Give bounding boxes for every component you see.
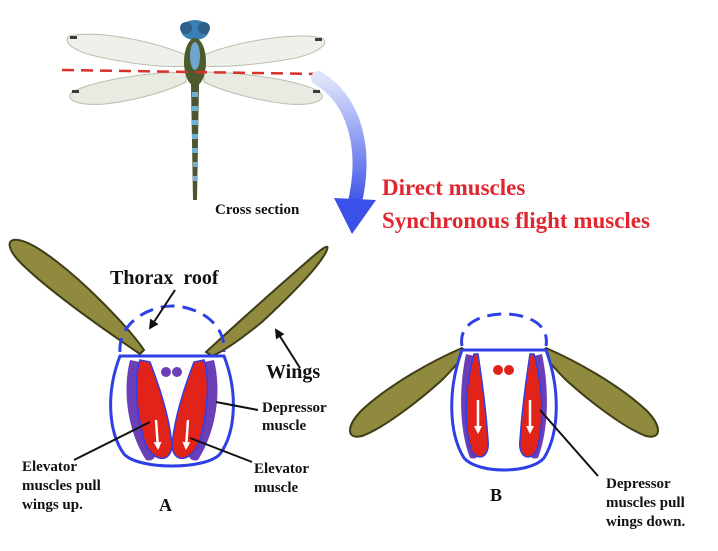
curved-arrow-icon <box>311 71 376 234</box>
cross-section-label: Cross section <box>215 202 300 218</box>
right-forewing <box>203 35 326 68</box>
panel-a-left-wing <box>8 238 146 356</box>
panel-a-right-elevator-muscle <box>171 359 209 459</box>
elevator-pull-label-line3: wings up. <box>22 497 83 513</box>
right-hindwing <box>203 71 323 105</box>
panel-a-left-elevator-muscle <box>135 359 173 459</box>
dragonfly-icon <box>66 20 326 200</box>
elevator-pull-leader <box>73 421 151 461</box>
synchronous-flight-muscles-heading: Synchronous flight muscles <box>382 208 650 233</box>
panel-b-right-wing <box>540 346 659 438</box>
depressor-muscle-label-line1: Depressor <box>262 400 327 416</box>
elevator-pull-label-line2: muscles pull <box>22 478 101 494</box>
panel-b-thorax-roof <box>460 312 548 347</box>
panel-a-right-wing <box>204 245 329 358</box>
depressor-muscle-leader <box>215 401 259 411</box>
elevator-pull-label-line1: Elevator <box>22 459 77 475</box>
left-hindwing <box>69 71 187 105</box>
panel-a-thorax-roof <box>118 304 226 353</box>
elevator-muscle-label-line2: muscle <box>254 480 299 496</box>
depressor-pull-label-line3: wings down. <box>606 514 685 530</box>
depressor-pull-leader <box>539 409 599 477</box>
panel-b-left-wing <box>349 346 468 438</box>
wings-label: Wings <box>266 361 320 383</box>
panel-b-cross-section <box>349 312 659 472</box>
panel-a-label: A <box>159 495 172 515</box>
depressor-pull-label-line1: Depressor <box>606 476 671 492</box>
dragonfly-abdomen <box>191 84 199 200</box>
depressor-pull-label-line2: muscles pull <box>606 495 685 511</box>
panel-a-cross-section <box>8 238 329 468</box>
depressor-muscle-label-line2: muscle <box>262 418 307 434</box>
left-forewing <box>66 33 187 67</box>
elevator-muscle-label-line1: Elevator <box>254 461 309 477</box>
thorax-roof-label: Thorax roof <box>110 267 219 289</box>
wings-leader <box>274 328 301 369</box>
direct-muscles-heading: Direct muscles <box>382 175 525 200</box>
elevator-muscle-leader <box>189 437 253 463</box>
cross-section-line <box>61 68 321 76</box>
thorax-roof-leader <box>148 289 176 330</box>
panel-b-label: B <box>490 485 502 505</box>
